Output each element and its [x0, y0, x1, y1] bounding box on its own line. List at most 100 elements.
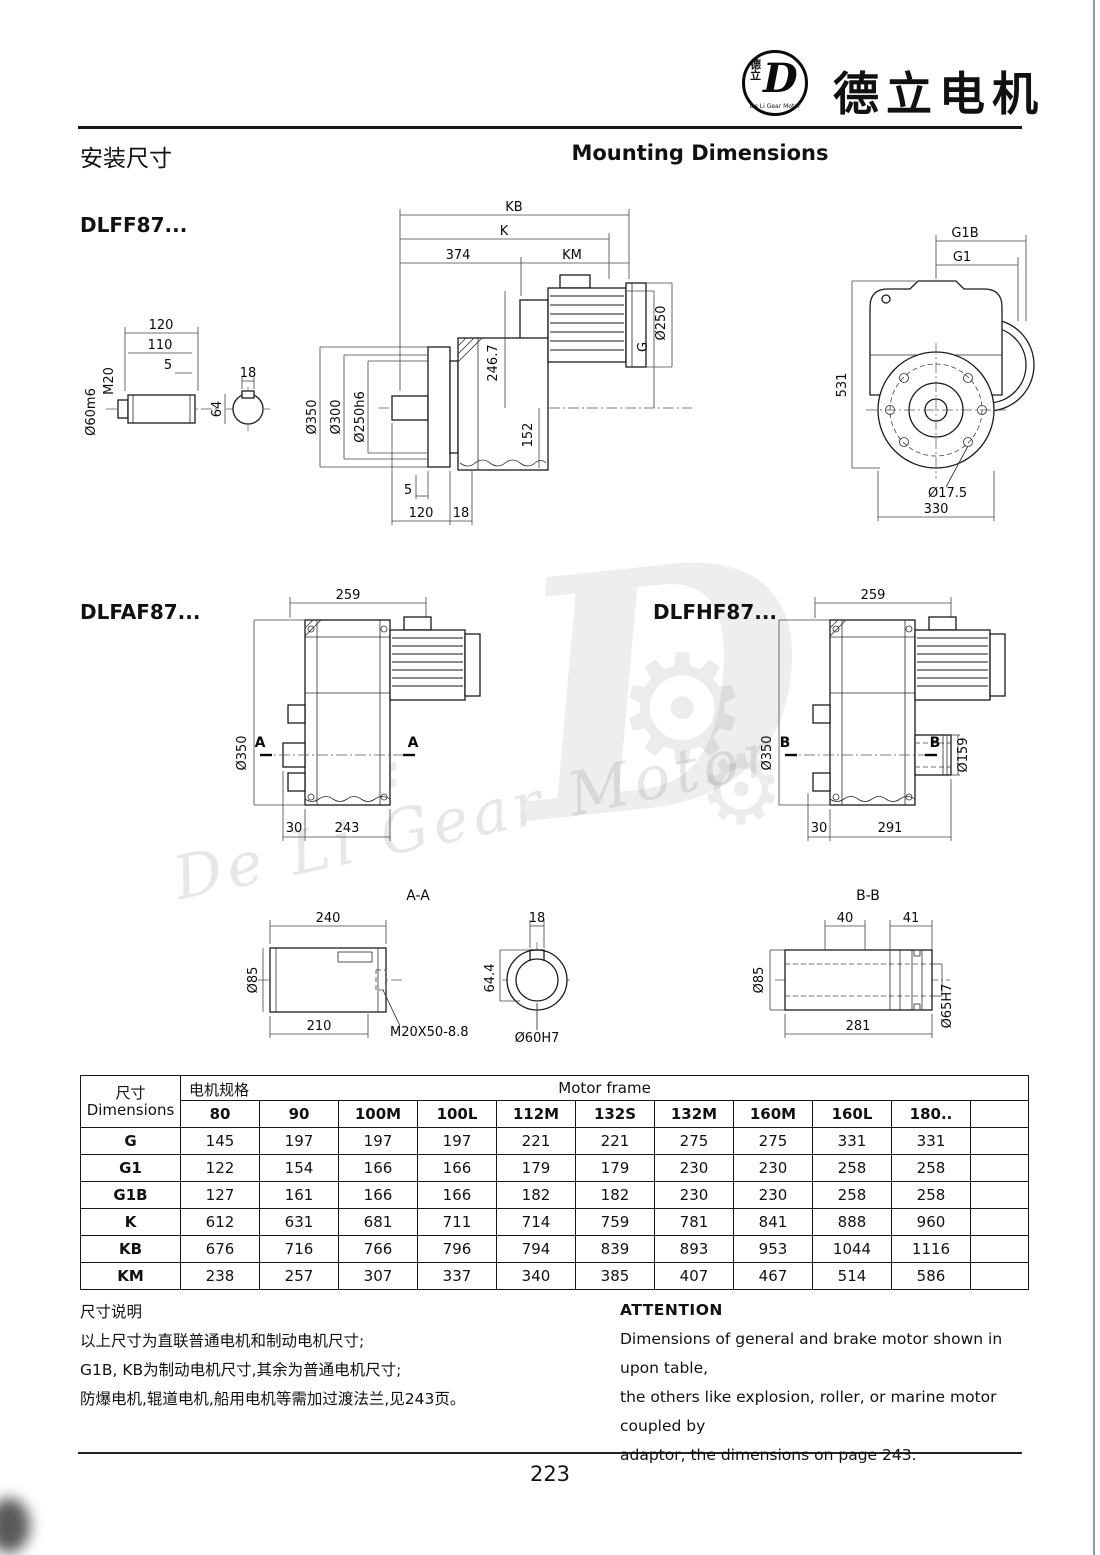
dim-120-shaft: 120	[149, 318, 174, 333]
notes-en: ATTENTION Dimensions of general and brak…	[620, 1296, 1040, 1470]
table-cell: 340	[496, 1262, 576, 1290]
table-row-g1: G1 122 154 166 166 179 179 230 230 258 2…	[80, 1154, 1030, 1182]
dim-291: 291	[878, 821, 903, 836]
col-header-160l: 160L	[812, 1100, 892, 1128]
section-bb-drawing: B-B 40 41 Ø85 281	[752, 888, 955, 1038]
dim-40: 40	[837, 911, 854, 926]
table-cell: 1044	[812, 1235, 892, 1263]
dlfhf87-drawing: 259	[760, 588, 1006, 841]
dim-d159: Ø159	[956, 737, 971, 772]
dim-210: 210	[307, 1019, 332, 1034]
dim-5-chamfer: 5	[164, 358, 172, 373]
section-aa-view: A-A 240 Ø85 210 M20X50-8.8	[246, 888, 572, 1046]
notes-cn-title: 尺寸说明	[80, 1303, 143, 1321]
table-header-row-2: 80 90 100M 100L 112M 132S 132M 160M 160L…	[81, 1100, 1030, 1128]
dim-g: G	[636, 342, 651, 352]
dim-d85: Ø85	[752, 967, 767, 994]
table-cell: 258	[891, 1181, 971, 1209]
dim-header-en: Dimensions	[86, 1100, 175, 1119]
table-cell: 766	[338, 1235, 418, 1263]
table-cell: 960	[891, 1208, 971, 1236]
dim-thread: M20X50-8.8	[390, 1025, 469, 1040]
table-cell: 179	[575, 1154, 655, 1182]
table-cell: 154	[259, 1154, 339, 1182]
table-cell: 953	[733, 1235, 813, 1263]
table-cell-empty	[969, 1127, 1030, 1155]
table-cell-empty	[969, 1154, 1030, 1182]
section-aa-drawing: A-A 240 Ø85 210 M20X50-8.8	[246, 888, 572, 1046]
table-cell: 331	[891, 1127, 971, 1155]
model-label-dlff87: DLFF87...	[80, 213, 188, 237]
section-a-left: A	[255, 735, 266, 751]
table-cell: 258	[812, 1154, 892, 1182]
table-cell: 676	[180, 1235, 260, 1263]
row-label: KB	[80, 1235, 181, 1263]
table-cell: 711	[417, 1208, 497, 1236]
brand-name: 德立电机	[833, 67, 1045, 121]
col-header-90: 90	[259, 1100, 339, 1128]
table-cell: 385	[575, 1262, 655, 1290]
motor-frame-en: Motor frame	[558, 1079, 651, 1097]
table-cell: 275	[733, 1127, 813, 1155]
table-cell: 258	[891, 1154, 971, 1182]
dim-30: 30	[811, 821, 828, 836]
row-label: KM	[80, 1262, 181, 1290]
table-cell: 307	[338, 1262, 418, 1290]
table-cell-empty	[969, 1208, 1030, 1236]
table-cell: 337	[417, 1262, 497, 1290]
dim-header-cn: 尺寸	[115, 1083, 146, 1102]
table-cell: 586	[891, 1262, 971, 1290]
table-cell: 257	[259, 1262, 339, 1290]
table-cell: 197	[417, 1127, 497, 1155]
dim-246-7: 246.7	[486, 344, 501, 381]
row-label: G1	[80, 1154, 181, 1182]
model-label-dlfaf87: DLFAF87...	[80, 600, 201, 624]
output-shaft-detail: 120 110 5 M20 Ø60m6 18 64	[84, 318, 270, 436]
dimensions-table: 尺寸 Dimensions 电机规格 Motor frame 80 90 100…	[80, 1075, 1030, 1290]
table-cell: 238	[180, 1262, 260, 1290]
dim-d60h7: Ø60H7	[515, 1031, 560, 1046]
company-logo: 德立 D De Li Gear Motor	[742, 50, 808, 116]
table-row-g1b: G1B 127 161 166 166 182 182 230 230 258 …	[80, 1181, 1030, 1209]
dlfaf87-drawing: 259	[235, 588, 481, 841]
dim-152: 152	[521, 423, 536, 448]
dim-d65h7: Ø65H7	[940, 984, 955, 1029]
table-cell: 714	[496, 1208, 576, 1236]
dim-d300: Ø300	[329, 399, 344, 434]
col-header-112m: 112M	[496, 1100, 576, 1128]
table-cell: 230	[733, 1181, 813, 1209]
table-cell: 888	[812, 1208, 892, 1236]
table-cell: 197	[259, 1127, 339, 1155]
table-cell-empty	[969, 1181, 1030, 1209]
notes-cn: 尺寸说明 以上尺寸为直联普通电机和制动电机尺寸; G1B, KB为制动电机尺寸,…	[80, 1298, 465, 1414]
model-label-dlfhf87: DLFHF87...	[653, 600, 778, 624]
table-cell-empty	[969, 1262, 1030, 1290]
col-header-180: 180..	[891, 1100, 971, 1128]
table-row-g: G 145 197 197 197 221 221 275 275 331 33…	[80, 1127, 1030, 1155]
scan-smudge-artifact	[0, 1498, 30, 1553]
dim-18-key: 18	[240, 366, 257, 381]
dim-18-bottom: 18	[453, 506, 470, 521]
table-cell: 407	[654, 1262, 734, 1290]
dlfhf87-view: 259	[760, 588, 1006, 841]
section-bb-view: B-B 40 41 Ø85 281	[752, 888, 955, 1038]
table-cell: 796	[417, 1235, 497, 1263]
table-cell: 331	[812, 1127, 892, 1155]
dim-d85: Ø85	[246, 967, 261, 994]
table-cell: 230	[733, 1154, 813, 1182]
col-header-160m: 160M	[733, 1100, 813, 1128]
logo-d-letter: D	[763, 55, 798, 102]
table-cell: 759	[575, 1208, 655, 1236]
col-header-empty	[969, 1100, 1030, 1128]
logo-subtext: De Li Gear Motor	[749, 103, 801, 110]
dim-d350: Ø350	[235, 735, 250, 770]
attention-line: adaptor, the dimensions on page 243.	[620, 1446, 917, 1464]
dim-110: 110	[148, 338, 173, 353]
dim-64: 64	[210, 401, 225, 418]
dim-330: 330	[924, 502, 949, 517]
table-cell-empty	[969, 1235, 1030, 1263]
table-cell: 179	[496, 1154, 576, 1182]
table-corner-cell: 尺寸 Dimensions	[80, 1075, 181, 1128]
row-label: K	[80, 1208, 181, 1236]
